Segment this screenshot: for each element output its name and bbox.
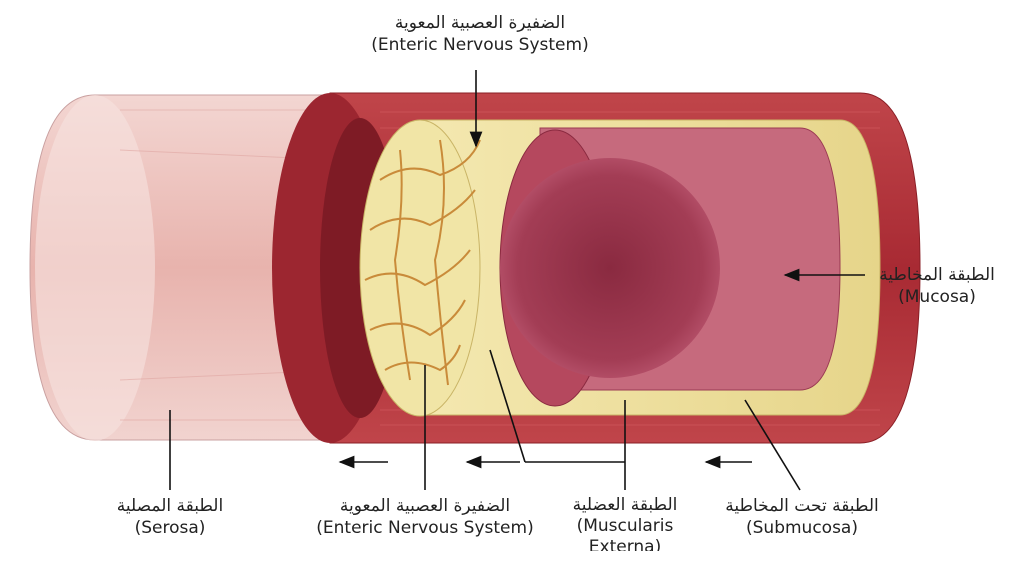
mucosa-layer — [499, 127, 841, 407]
lumen — [500, 158, 720, 378]
label-enteric-bottom: الضفيرة العصبية المعوية (Enteric Nervous… — [300, 495, 550, 539]
label-submucosa-ar: الطبقة تحت المخاطية — [725, 496, 879, 516]
label-serosa-en: (Serosa) — [134, 518, 206, 538]
label-muscularis: الطبقة العضلية (Muscularis Externa) — [560, 495, 690, 551]
label-mucosa: الطبقة المخاطية (Mucosa) — [862, 264, 1012, 308]
label-submucosa: الطبقة تحت المخاطية (Submucosa) — [712, 495, 892, 539]
label-enteric-top: الضفيرة العصبية المعوية (Enteric Nervous… — [365, 12, 595, 56]
enteric-plexus-network — [364, 139, 481, 386]
leader-lines — [169, 70, 865, 491]
label-serosa-ar: الطبقة المصلية — [116, 496, 224, 516]
label-submucosa-en: (Submucosa) — [746, 518, 858, 538]
label-enteric-top-en: (Enteric Nervous System) — [371, 35, 589, 55]
label-muscularis-ar: الطبقة العضلية — [572, 495, 678, 515]
label-muscularis-en1: (Muscularis — [576, 516, 674, 536]
label-mucosa-en: (Mucosa) — [898, 287, 976, 307]
label-mucosa-ar: الطبقة المخاطية — [879, 265, 995, 285]
label-serosa: الطبقة المصلية (Serosa) — [100, 495, 240, 539]
label-enteric-bottom-ar: الضفيرة العصبية المعوية — [339, 496, 511, 516]
label-enteric-top-ar: الضفيرة العصبية المعوية — [394, 13, 566, 33]
label-enteric-bottom-en: (Enteric Nervous System) — [316, 518, 534, 538]
label-muscularis-en2: Externa) — [588, 537, 662, 551]
